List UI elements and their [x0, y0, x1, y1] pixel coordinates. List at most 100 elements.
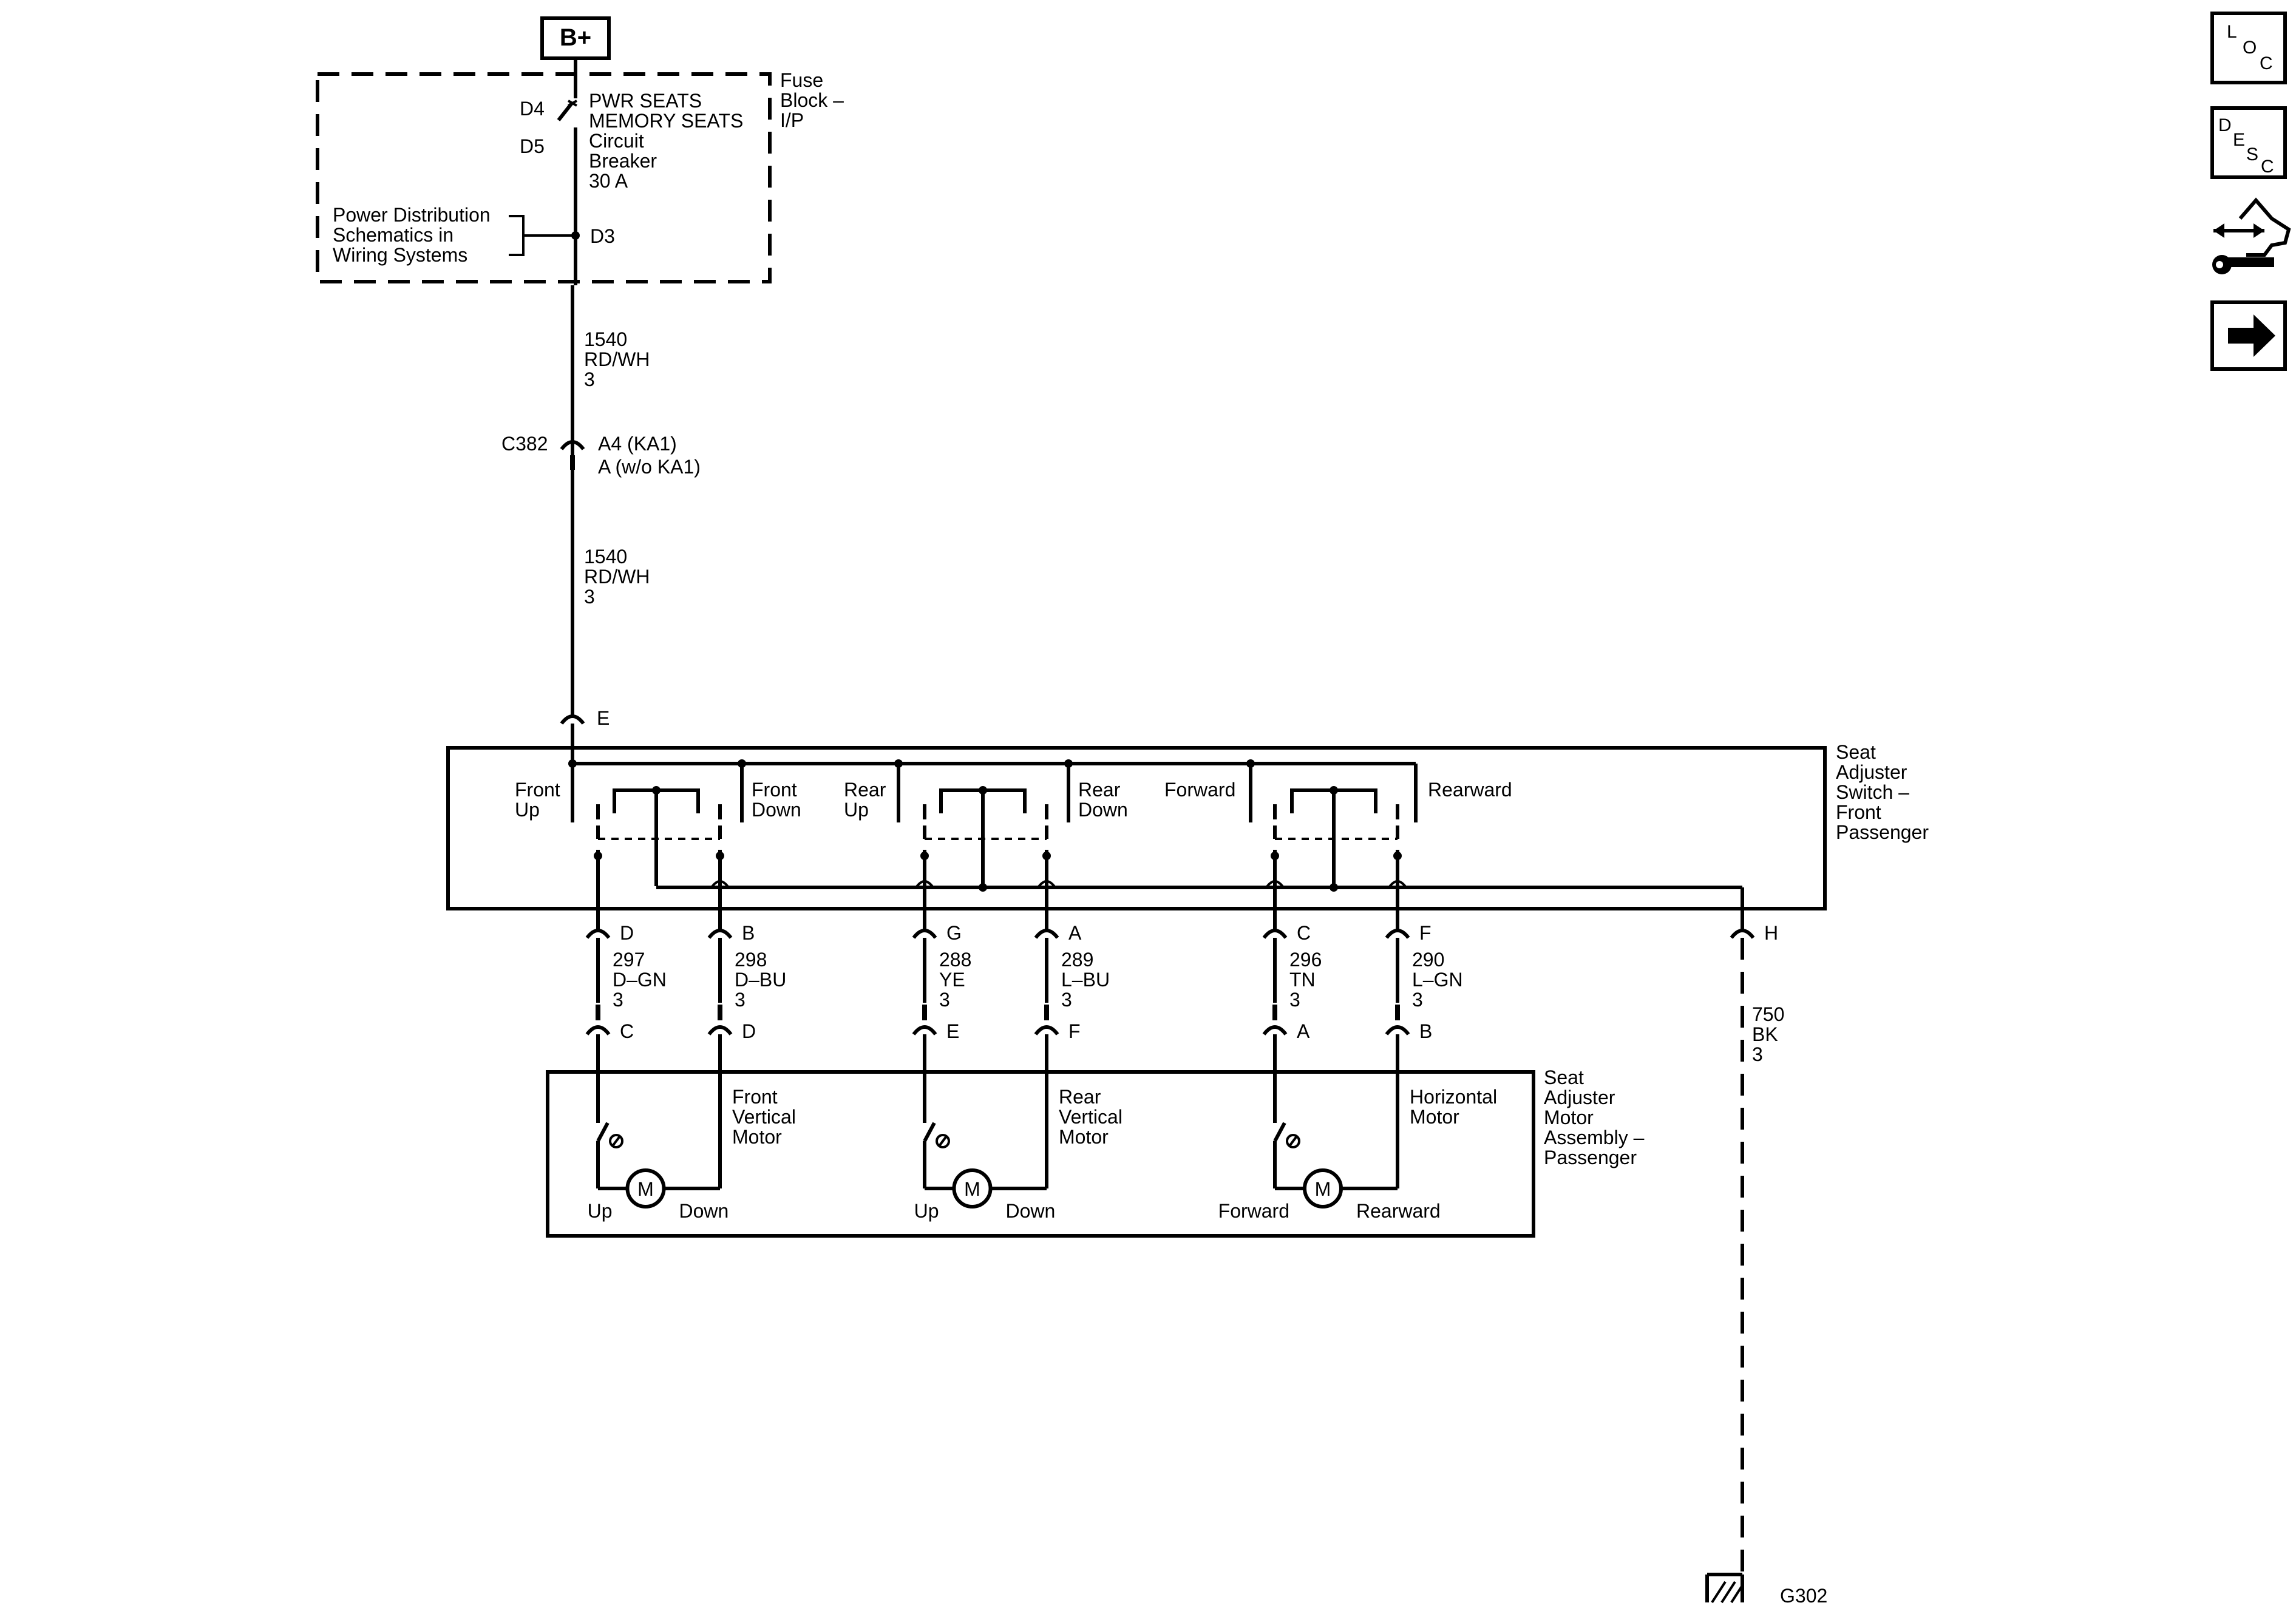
- motor-assembly: Seat Adjuster Motor Assembly – Passenger…: [546, 1066, 1645, 1238]
- connector-c382-name: C382: [501, 433, 548, 455]
- motor-pin-label: C: [620, 1020, 634, 1042]
- wire-upper-circuit: 1540: [584, 328, 627, 350]
- connector-repair-icon[interactable]: [2212, 197, 2291, 274]
- switch-pin-label: C: [1297, 922, 1311, 944]
- switch-title-line3: Switch –: [1836, 781, 1909, 803]
- switch-pin-label: G: [946, 922, 962, 944]
- wire-circuit: 289: [1061, 949, 1093, 971]
- motor-assembly-title-line4: Assembly –: [1544, 1127, 1645, 1148]
- loc-letter-o: O: [2243, 38, 2257, 58]
- switch-input-pin-label: E: [597, 707, 610, 729]
- switch-pin-label: D: [620, 922, 634, 944]
- limit-switch-icon: [1273, 1122, 1286, 1142]
- fuse-block-title-line1: Fuse: [780, 69, 823, 91]
- motor-assembly-title-line1: Seat: [1544, 1066, 1584, 1088]
- desc-letter-d: D: [2218, 115, 2232, 135]
- motor-name-line: Motor: [732, 1126, 782, 1148]
- label-rear-up-line1: Rear: [844, 779, 886, 801]
- wire-circuit: 290: [1412, 949, 1444, 971]
- seat-adjuster-switch: Seat Adjuster Switch – Front Passenger: [446, 724, 1929, 930]
- wire-color: D–GN: [613, 969, 667, 991]
- motor-pin-label: F: [1068, 1020, 1081, 1042]
- motor-name-line: Front: [732, 1086, 778, 1108]
- wire-circuit: 298: [735, 949, 767, 971]
- power-dist-ref-line1: Power Distribution: [333, 204, 491, 226]
- connector-symbol-icon: [560, 714, 585, 725]
- label-rear-up-line2: Up: [844, 799, 869, 821]
- wire-lower-label: 1540 RD/WH 3: [584, 546, 650, 608]
- ground-pin-label: H: [1764, 922, 1778, 944]
- motor-symbol: M: [637, 1178, 654, 1200]
- pin-d3-label: D3: [590, 225, 615, 247]
- connector-symbol-icon: [585, 929, 611, 939]
- wire-color: YE: [939, 969, 965, 991]
- power-dist-ref-line2: Schematics in: [333, 224, 453, 246]
- circuit-breaker-icon: [557, 85, 577, 285]
- motor-name-line: Vertical: [732, 1106, 796, 1128]
- splice-dot: [571, 231, 580, 240]
- fuse-block: Fuse Block – I/P D4 D5 D3 PWR SEATS MEMO…: [316, 69, 844, 285]
- motor-pin-label: D: [742, 1020, 756, 1042]
- power-dist-ref-line3: Wiring Systems: [333, 244, 467, 266]
- limit-switch-icon: [923, 1122, 936, 1142]
- wire-size: 3: [1412, 989, 1423, 1011]
- wire-upper-label: 1540 RD/WH 3: [584, 328, 650, 390]
- switch-section-front: Front Up Front Down: [515, 779, 801, 930]
- next-arrow-icon[interactable]: [2210, 300, 2287, 371]
- switch-title-line2: Adjuster: [1836, 761, 1907, 783]
- connector-symbol-icon: [1385, 929, 1410, 939]
- motor-pin-label: A: [1297, 1020, 1310, 1042]
- switch-title-line4: Front: [1836, 801, 1881, 823]
- switch-input-pin: E: [560, 707, 610, 729]
- connector-symbol-icon: [1034, 1025, 1059, 1036]
- wire-circuit: 297: [613, 949, 645, 971]
- desc-letter-c: C: [2261, 157, 2274, 177]
- motor-name-line: Vertical: [1059, 1106, 1123, 1128]
- breaker-text-line4: Breaker: [589, 150, 657, 172]
- label-rearward: Rearward: [1428, 779, 1512, 801]
- power-source-label: B+: [560, 24, 591, 51]
- harness-wires: D297D–GN3CB298D–BU3DG288YE3EA289L–BU3FC2…: [585, 922, 1463, 1072]
- motor-name-line: Motor: [1059, 1126, 1109, 1148]
- motor-right-label: Rearward: [1356, 1200, 1441, 1222]
- motor-pin-label: B: [1419, 1020, 1432, 1042]
- fuse-block-title-line3: I/P: [780, 109, 804, 131]
- label-front-down-line2: Down: [752, 799, 801, 821]
- switch-pin-label: F: [1419, 922, 1432, 944]
- connector-symbol-icon: [1385, 1025, 1410, 1036]
- label-rear-down-line2: Down: [1078, 799, 1128, 821]
- switch-title-line1: Seat: [1836, 741, 1876, 763]
- ground-label: G302: [1780, 1585, 1827, 1607]
- connector-symbol-icon: [1034, 929, 1059, 939]
- switch-title-line5: Passenger: [1836, 821, 1929, 843]
- breaker-text-line1: PWR SEATS: [589, 90, 702, 112]
- connector-c382-pin-a: A4 (KA1): [598, 433, 677, 455]
- connector-c382: C382 A4 (KA1) A (w/o KA1): [501, 433, 701, 478]
- wire-color: L–GN: [1412, 969, 1463, 991]
- wire-lower-color: RD/WH: [584, 566, 650, 588]
- wire-color: D–BU: [735, 969, 786, 991]
- loc-button[interactable]: L O C: [2210, 12, 2287, 84]
- power-source: B+: [540, 16, 611, 85]
- motor-left-label: Up: [588, 1200, 613, 1222]
- wire-upper-color: RD/WH: [584, 348, 650, 370]
- ground-icon: [1705, 1573, 1744, 1604]
- switch-section-horizontal: Forward Rearward: [1164, 779, 1512, 930]
- motor-name-line: Horizontal: [1410, 1086, 1497, 1108]
- desc-letter-e: E: [2233, 130, 2245, 150]
- breaker-text-line2: MEMORY SEATS: [589, 110, 743, 132]
- motor-symbol: M: [964, 1178, 980, 1200]
- label-rear-down-line1: Rear: [1078, 779, 1121, 801]
- wire-size: 3: [1061, 989, 1072, 1011]
- label-forward: Forward: [1164, 779, 1235, 801]
- wire-size: 3: [1289, 989, 1300, 1011]
- ground-circuit: H 750 BK 3 G302: [1705, 922, 1827, 1607]
- label-front-down-line1: Front: [752, 779, 797, 801]
- desc-button[interactable]: D E S C: [2210, 106, 2287, 179]
- ground-wire-size: 3: [1752, 1043, 1763, 1065]
